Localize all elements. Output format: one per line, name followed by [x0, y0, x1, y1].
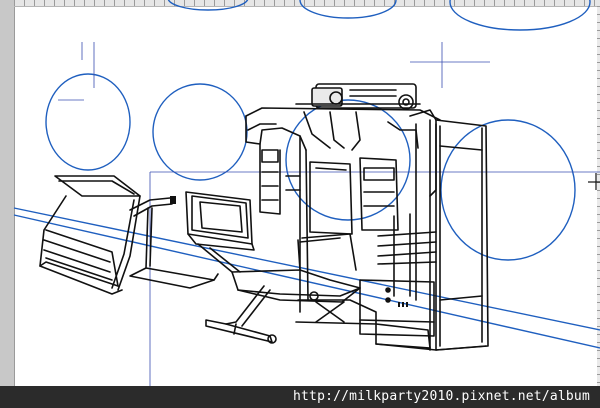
guide-circle-left	[45, 73, 131, 171]
mech-cockpit	[245, 83, 489, 351]
crosshair-cursor-icon	[588, 173, 600, 190]
mech-line-art	[39, 83, 489, 351]
watermark-bar: http://milkparty2010.pixnet.net/album	[0, 386, 600, 408]
top-ruler	[14, 0, 600, 7]
guide-circle-center	[285, 99, 411, 221]
middle-seat	[185, 191, 361, 344]
guide-circle-mid	[152, 83, 248, 181]
left-seat	[39, 175, 219, 295]
guide-circle-right	[440, 119, 576, 261]
left-ruler	[0, 0, 15, 386]
right-ruler	[597, 6, 600, 386]
guide-circle-top-right	[449, 0, 591, 31]
guide-circle-top-left	[167, 0, 249, 11]
guide-circle-top-mid	[299, 0, 397, 19]
watermark-url: http://milkparty2010.pixnet.net/album	[293, 389, 590, 404]
